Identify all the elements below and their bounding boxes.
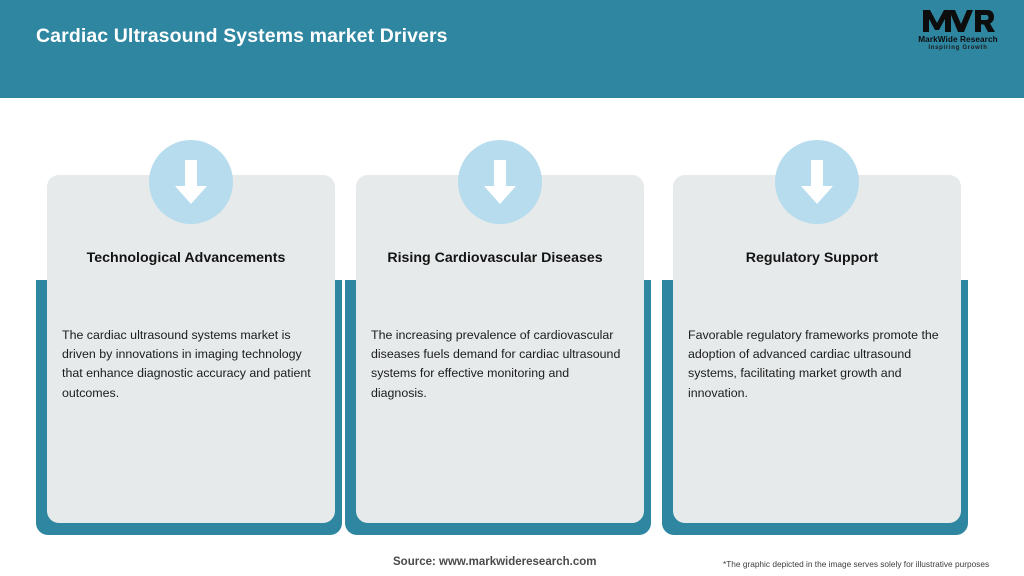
card-panel — [356, 175, 644, 523]
logo-tagline: Inspiring Growth — [928, 45, 988, 51]
card-title: Regulatory Support — [745, 250, 879, 266]
card-title: Technological Advancements — [86, 250, 286, 266]
driver-card[interactable]: Rising Cardiovascular Diseases The incre… — [345, 98, 655, 538]
card-body-text: The cardiac ultrasound systems market is… — [62, 328, 311, 400]
card-body-text: Favorable regulatory frameworks promote … — [688, 328, 939, 400]
arrow-down-icon — [458, 140, 542, 224]
arrow-down-icon — [149, 140, 233, 224]
card-title: Rising Cardiovascular Diseases — [387, 250, 603, 266]
source-label: Source: www.markwideresearch.com — [393, 556, 597, 568]
driver-card[interactable]: Regulatory Support Favorable regulatory … — [662, 98, 972, 538]
brand-logo: MarkWide Research Inspiring Growth — [906, 8, 1010, 64]
mwr-monogram-icon — [923, 10, 995, 32]
arrow-down-icon — [775, 140, 859, 224]
driver-card[interactable]: Technological Advancements The cardiac u… — [36, 98, 346, 538]
header-bar: Cardiac Ultrasound Systems market Driver… — [0, 0, 1024, 98]
drivers-card-group: Technological Advancements The cardiac u… — [0, 98, 1024, 538]
page-title: Cardiac Ultrasound Systems market Driver… — [36, 25, 448, 47]
card-panel — [673, 175, 961, 523]
card-panel — [47, 175, 335, 523]
card-body-text: The increasing prevalence of cardiovascu… — [371, 328, 621, 400]
logo-company-name: MarkWide Research — [918, 35, 998, 44]
disclaimer-label: *The graphic depicted in the image serve… — [723, 559, 990, 569]
